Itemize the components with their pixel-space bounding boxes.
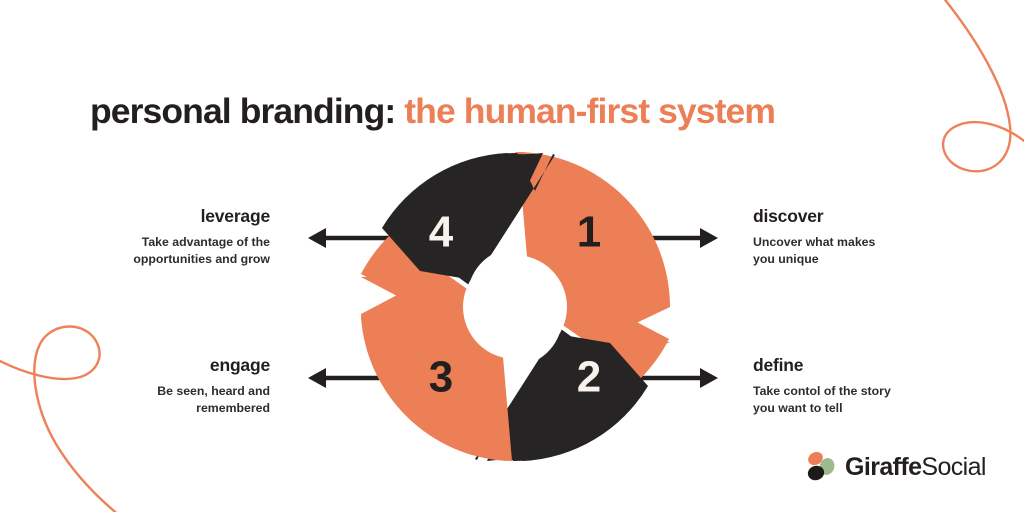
label-discover-desc: Uncover what makes you unique	[753, 235, 876, 267]
cycle-segment-2[interactable]: 2	[475, 329, 648, 462]
cycle-segment-4[interactable]: 4	[382, 152, 555, 285]
label-define-heading: define	[753, 355, 804, 375]
label-engage-desc: Be seen, heard and remembered	[157, 384, 270, 416]
cycle-segment-1[interactable]: 1	[515, 152, 670, 379]
logo-name-bold: Giraffe	[845, 452, 922, 481]
decorative-swirl-top-right	[941, 0, 1024, 173]
logo-wordmark: GiraffeSocial	[845, 452, 986, 481]
label-leverage-desc: Take advantage of the opportunities and …	[133, 235, 270, 267]
label-discover-heading: discover	[753, 206, 824, 226]
cycle-segment-2-number: 2	[577, 353, 601, 402]
label-define: define Take contol of the story you want…	[753, 355, 983, 418]
logo-name-regular: Social	[921, 452, 986, 481]
label-discover: discover Uncover what makes you unique	[753, 206, 983, 269]
cycle-diagram: 1 2 3 4	[361, 152, 670, 462]
giraffe-mark-icon	[807, 451, 835, 481]
label-define-desc: Take contol of the story you want to tel…	[753, 384, 891, 416]
giraffesocial-logo[interactable]: GiraffeSocial	[806, 450, 986, 484]
label-engage-heading: engage	[209, 355, 270, 375]
label-engage: engage Be seen, heard and remembered	[70, 355, 270, 418]
cycle-segment-3-number: 3	[429, 353, 453, 402]
page-title: personal branding: the human-first syste…	[90, 90, 776, 131]
cycle-segment-1-number: 1	[577, 208, 601, 257]
title-accent: the human-first system	[404, 90, 776, 131]
cycle-center-hole	[463, 255, 567, 359]
label-leverage: leverage Take advantage of the opportuni…	[70, 206, 270, 269]
label-leverage-heading: leverage	[200, 206, 271, 226]
cycle-segment-4-number: 4	[429, 208, 454, 257]
title-lead: personal branding:	[90, 90, 396, 131]
